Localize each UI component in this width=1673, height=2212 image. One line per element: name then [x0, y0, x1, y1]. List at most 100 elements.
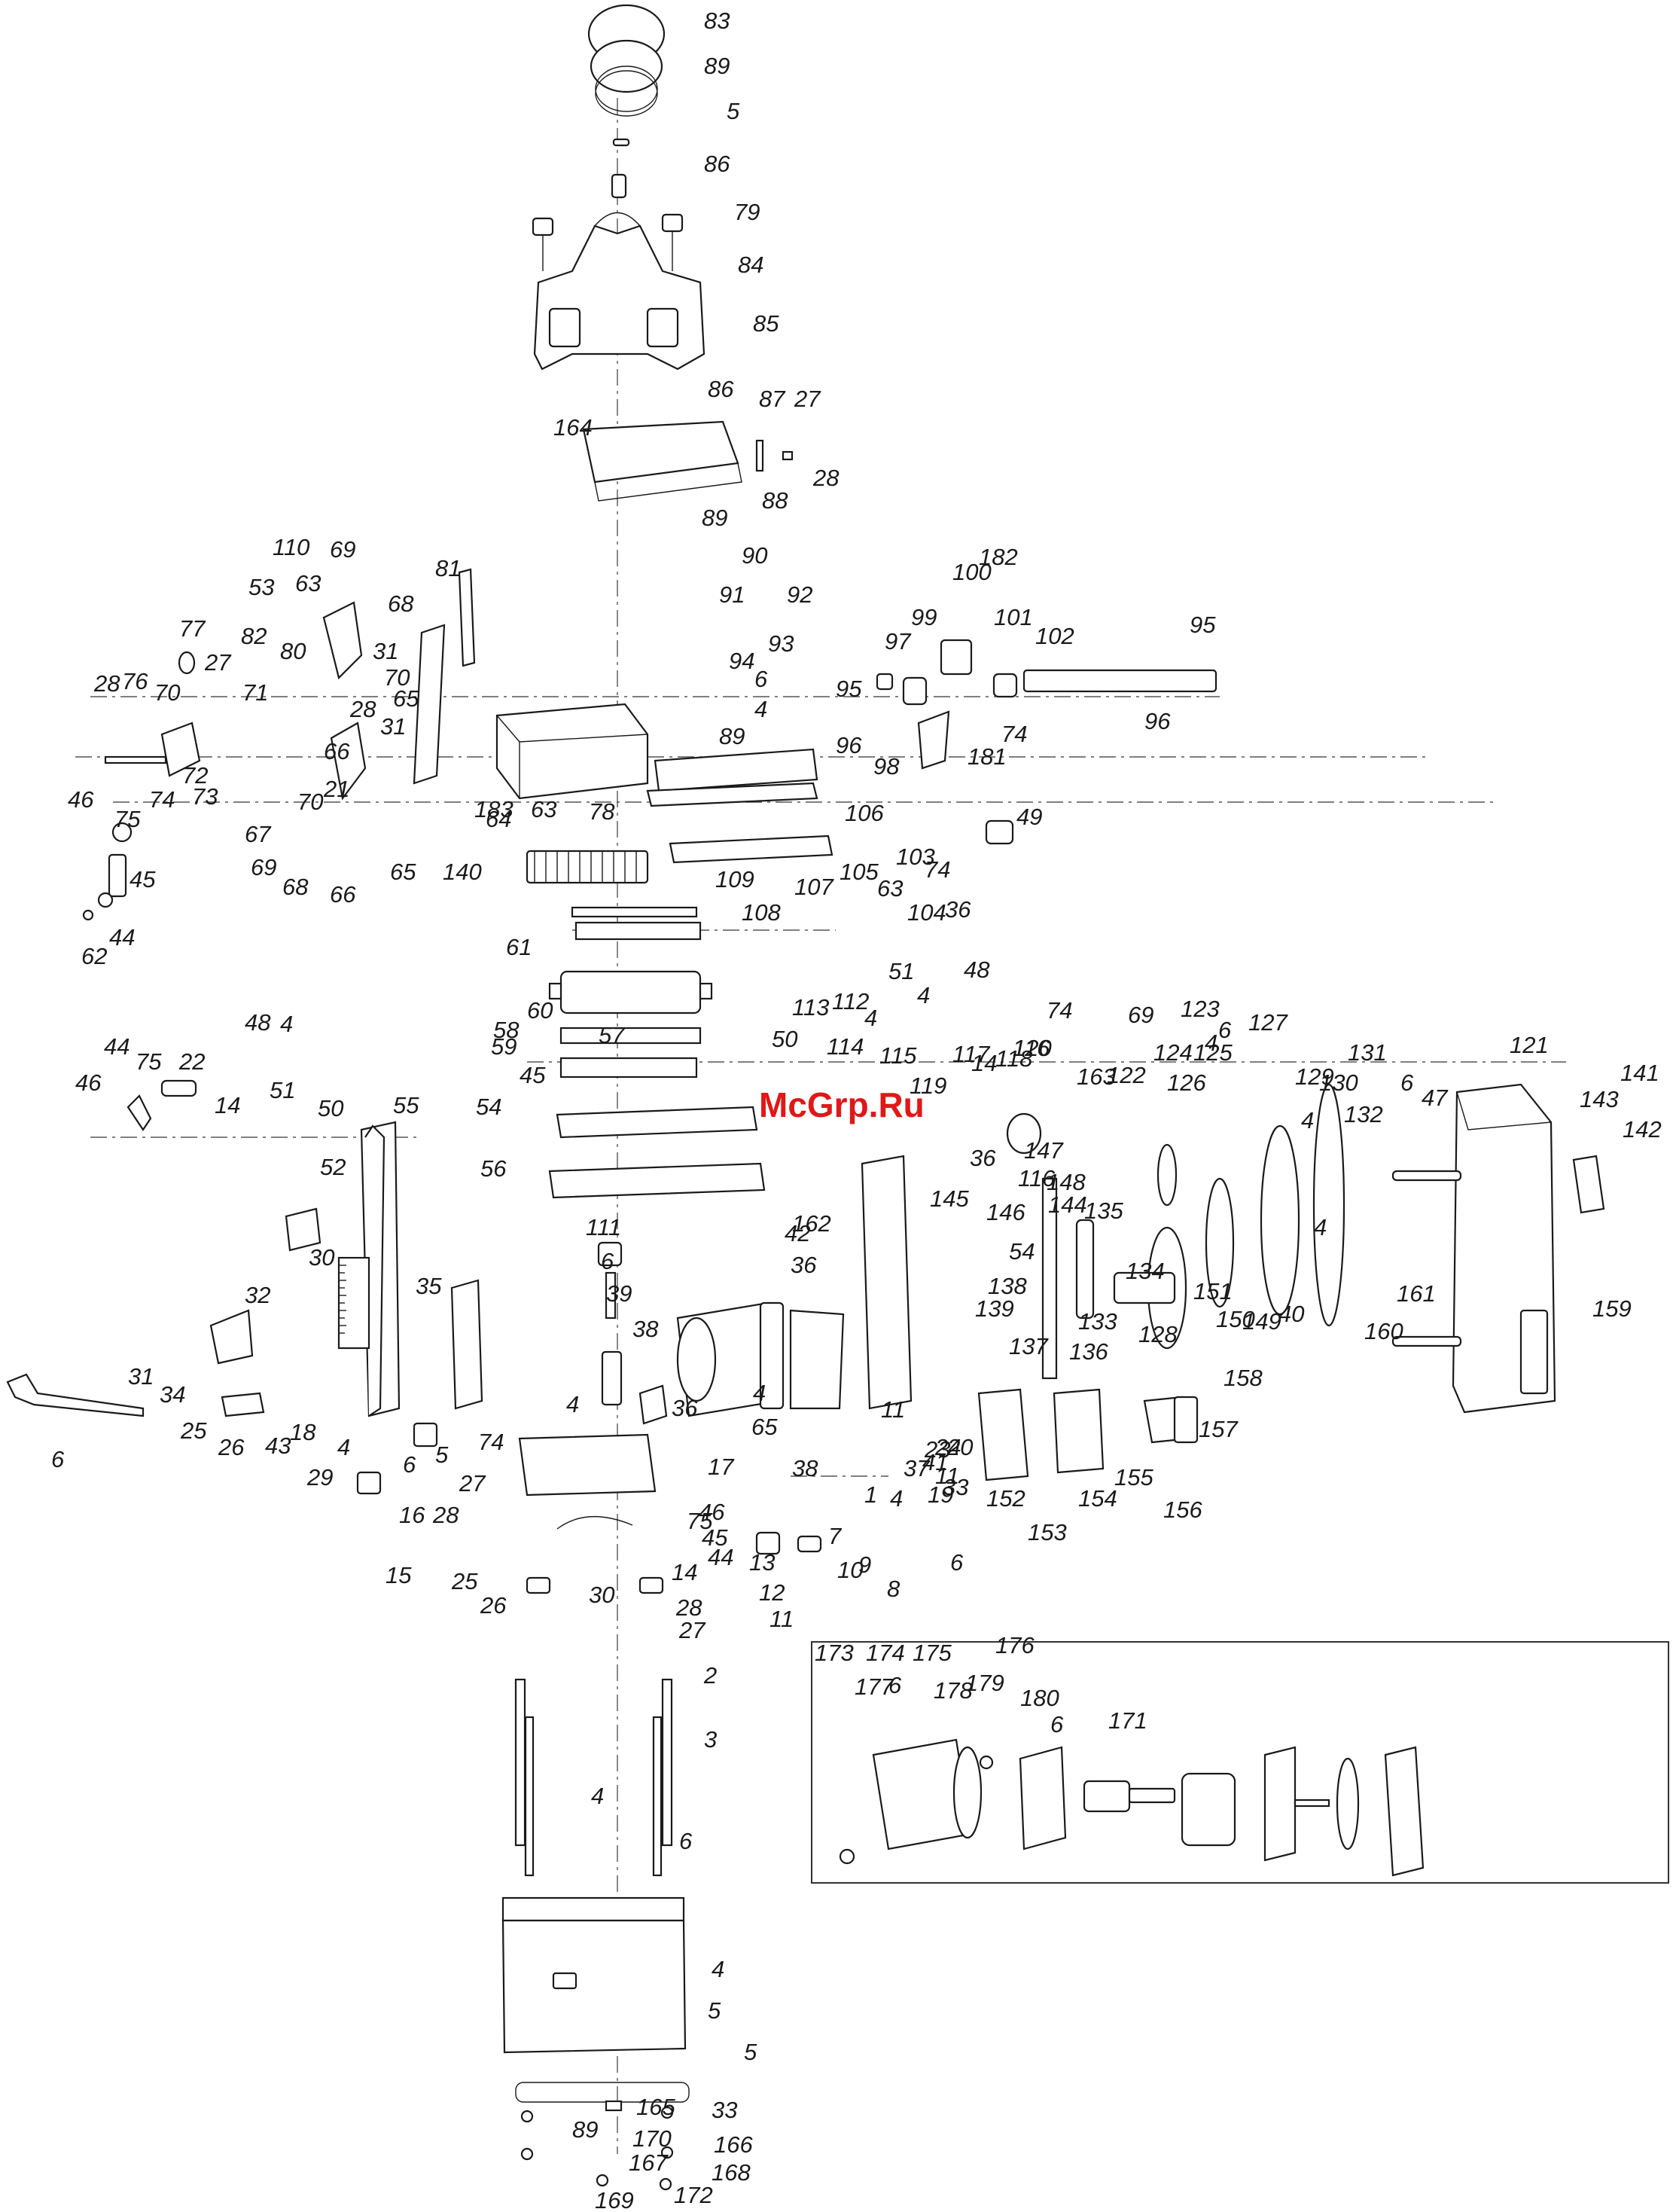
- callout-label: 5: [727, 98, 740, 124]
- callout-label: 148: [1047, 1169, 1086, 1195]
- callout-label: 96: [1144, 708, 1171, 734]
- callout-label: 26: [480, 1592, 507, 1619]
- side-cover-part: [1391, 1083, 1605, 1414]
- callout-label: 29: [306, 1464, 333, 1490]
- callout-label: 126: [1167, 1069, 1206, 1096]
- callout-label: 74: [149, 786, 175, 813]
- callout-label: 69: [1128, 1002, 1153, 1028]
- callout-label: 61: [506, 934, 532, 960]
- callout-label: 136: [1069, 1338, 1108, 1365]
- callout-label: 17: [708, 1454, 735, 1480]
- callout-label: 132: [1344, 1101, 1383, 1127]
- height-arm-assembly: [876, 639, 1217, 845]
- callout-label: 28: [349, 696, 376, 722]
- callout-label: 164: [553, 414, 593, 441]
- callout-label: 91: [719, 581, 745, 608]
- callout-label: 33: [712, 2097, 737, 2123]
- callout-label: 80: [280, 638, 306, 664]
- callout-label: 109: [715, 866, 754, 892]
- gearbox-assembly: [861, 1083, 1345, 1410]
- callout-label: 175: [913, 1640, 952, 1666]
- callout-label: 41: [922, 1449, 948, 1475]
- callout-label: 30: [309, 1244, 334, 1271]
- callout-label: 31: [128, 1363, 154, 1390]
- callout-label: 69: [330, 536, 355, 563]
- callout-label: 89: [719, 723, 745, 749]
- callout-label: 11: [881, 1396, 905, 1423]
- callout-label: 75: [114, 806, 141, 832]
- callout-label: 152: [986, 1485, 1025, 1512]
- callout-label: 16: [399, 1502, 425, 1528]
- callout-label: 142: [1623, 1116, 1662, 1143]
- callout-label: 34: [160, 1381, 185, 1408]
- height-crank-assembly: [597, 1241, 668, 1425]
- callout-label: 151: [1193, 1278, 1233, 1304]
- callout-label: 157: [1199, 1416, 1239, 1442]
- callout-label: 75: [687, 1508, 713, 1534]
- callout-label: 39: [606, 1280, 632, 1307]
- side-frame-assembly: [6, 1079, 483, 1495]
- shaft-group: [548, 1106, 766, 1199]
- callout-label: 36: [970, 1145, 996, 1171]
- callout-label: 57: [599, 1022, 626, 1048]
- callout-label: 104: [907, 899, 946, 926]
- callout-label: 44: [104, 1033, 130, 1060]
- callout-label: 25: [180, 1417, 207, 1444]
- callout-label: 49: [1016, 804, 1042, 830]
- callout-label: 106: [845, 800, 884, 826]
- callout-label: 22: [178, 1048, 205, 1075]
- callout-label: 105: [840, 859, 879, 885]
- callout-label: 111: [586, 1214, 621, 1240]
- callout-label: 86: [704, 151, 730, 177]
- callout-label: 14: [971, 1050, 997, 1076]
- callout-label: 89: [572, 2116, 598, 2143]
- callout-label: 62: [81, 943, 107, 969]
- callout-label: 160: [1364, 1318, 1403, 1344]
- callout-label: 108: [742, 899, 781, 926]
- callout-label: 178: [934, 1677, 973, 1704]
- callout-label: 155: [1114, 1464, 1153, 1490]
- callout-label: 125: [1193, 1039, 1233, 1066]
- callout-label: 67: [245, 821, 272, 847]
- callout-label: 74: [925, 856, 950, 883]
- callout-label: 65: [393, 685, 419, 712]
- callout-label: 43: [265, 1432, 291, 1459]
- callout-label: 13: [749, 1549, 775, 1576]
- callout-label: 110: [273, 534, 309, 560]
- callout-label: 115: [879, 1042, 917, 1069]
- callout-label: 116: [1018, 1165, 1056, 1191]
- callout-label: 133: [1078, 1308, 1117, 1335]
- callout-label: 6: [51, 1446, 65, 1472]
- callout-label: 77: [179, 615, 206, 642]
- callout-label: 20: [946, 1434, 973, 1460]
- callout-label: 4: [864, 1005, 877, 1031]
- callout-label: 169: [595, 2187, 634, 2212]
- callout-label: 158: [1224, 1365, 1263, 1391]
- callout-labels: 83 89 5 86 79 84 85 86 87 27 28 164 88 8…: [51, 8, 1662, 2212]
- depth-adjust-assembly: [82, 568, 476, 921]
- callout-label: 170: [632, 2125, 672, 2152]
- callout-label: 45: [520, 1062, 546, 1088]
- callout-label: 100: [952, 559, 992, 585]
- dust-hood-assembly: [532, 4, 705, 371]
- callout-label: 70: [297, 789, 323, 815]
- callout-label: 95: [836, 676, 862, 702]
- callout-label: 5: [435, 1442, 449, 1468]
- callout-label: 103: [896, 844, 935, 870]
- callout-label: 163: [1077, 1063, 1116, 1090]
- callout-label: 64: [486, 806, 511, 832]
- callout-label: 63: [531, 796, 556, 822]
- callout-label: 6: [1218, 1017, 1232, 1043]
- callout-label: 6: [403, 1451, 416, 1478]
- callout-label: 161: [1397, 1280, 1436, 1307]
- callout-label: 88: [762, 487, 788, 514]
- callout-label: 25: [451, 1568, 478, 1594]
- callout-label: 50: [772, 1026, 797, 1052]
- callout-label: 182: [979, 544, 1018, 570]
- callout-label: 15: [385, 1562, 412, 1588]
- callout-label: 79: [734, 199, 760, 225]
- callout-label: 6: [601, 1248, 614, 1274]
- callout-label: 83: [704, 8, 730, 34]
- callout-label: 166: [714, 2131, 753, 2158]
- callout-label: 68: [282, 874, 309, 900]
